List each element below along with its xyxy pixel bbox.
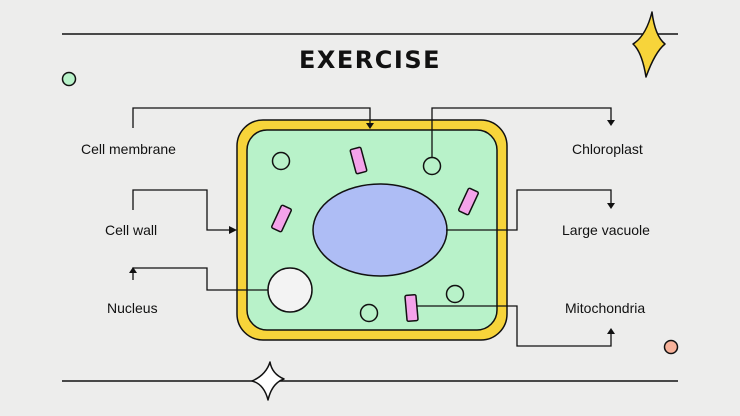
chloroplast (445, 284, 465, 304)
page-title: EXERCISE (299, 46, 441, 74)
label-nucleus: Nucleus (107, 300, 158, 316)
chloroplast-connector (431, 107, 612, 158)
arrowhead (607, 120, 615, 126)
label-cell-membrane: Cell membrane (81, 141, 176, 157)
chloroplast (359, 303, 379, 323)
white-star-icon (251, 361, 285, 401)
label-chloroplast: Chloroplast (572, 141, 643, 157)
arrowhead (129, 267, 137, 273)
cell-wall-connector (132, 189, 234, 231)
green-dot (61, 71, 77, 87)
chloroplast (271, 151, 291, 171)
large-vacuole (312, 183, 448, 277)
arrowhead (607, 203, 615, 209)
orange-dot (663, 339, 679, 355)
label-mitochondria: Mitochondria (565, 300, 646, 316)
mitochondrion (349, 146, 368, 175)
arrowhead (366, 123, 374, 129)
mitochondrion (457, 187, 480, 216)
chloroplast (422, 156, 442, 176)
nucleus (267, 267, 313, 313)
mitochondria-connector (417, 305, 612, 347)
label-cell-wall: Cell wall (105, 222, 158, 238)
large-vacuole-connector (446, 189, 612, 231)
mitochondrion (404, 293, 419, 323)
label-large-vacuole: Large vacuole (562, 222, 650, 238)
arrowhead (607, 328, 615, 334)
mitochondrion (270, 204, 293, 233)
yellow-star-icon (632, 11, 666, 78)
cell-membrane-connector (132, 107, 371, 128)
arrowhead (229, 226, 237, 234)
